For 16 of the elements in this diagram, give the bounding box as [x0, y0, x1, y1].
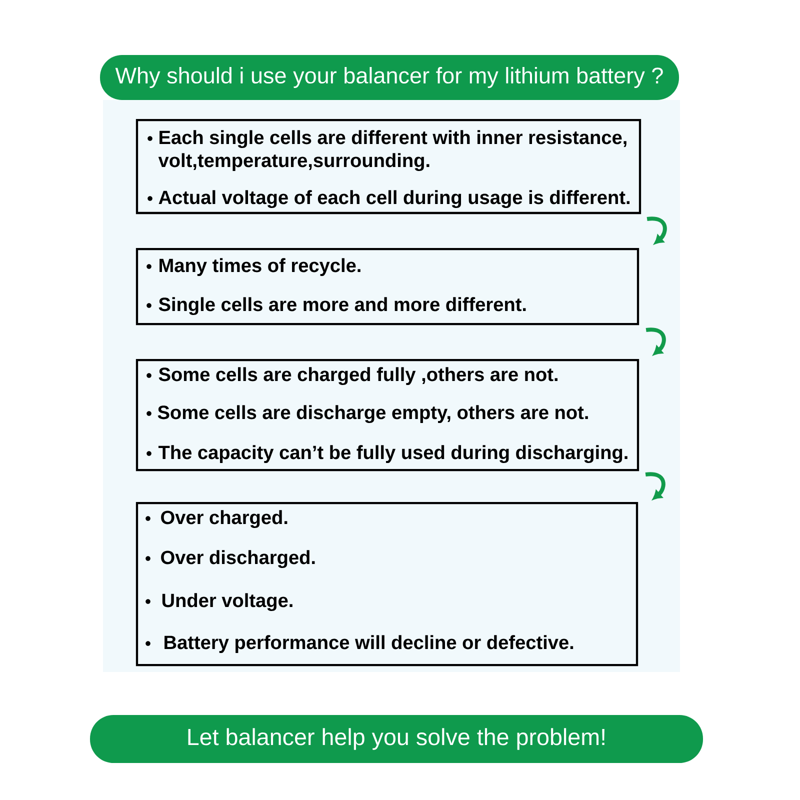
- bullet-text: Battery performance will decline or defective.: [164, 635, 574, 653]
- bullet-text: Many times of recycle.: [160, 258, 360, 276]
- bullet-text: The capacity can’t be fully used during discharging.: [158, 445, 628, 464]
- bullet-text: Some cells are discharge empty, others are not.: [158, 405, 588, 424]
- heading-banner: Why should i use your balancer for my lithium battery ?: [100, 55, 679, 100]
- curved-arrow: [646, 328, 666, 356]
- bullet-text: Over charged.: [161, 510, 288, 528]
- bullet-text: Actual voltage of each cell during usage is different.: [158, 190, 630, 208]
- bullet-text: Single cells are more and more different.: [158, 297, 526, 316]
- curved-arrow: [645, 472, 666, 500]
- footer-banner: Let balancer help you solve the problem!: [90, 715, 703, 763]
- bullet-text: Over discharged.: [161, 550, 315, 568]
- curved-arrow: [646, 216, 667, 244]
- bullet-text: Under voltage.: [162, 593, 292, 612]
- bullet-text: Some cells are charged fully ,others are not.: [158, 367, 558, 386]
- bullet-text: Each single cells are different with inner resistance, volt,temperature,surrounding.: [158, 130, 626, 172]
